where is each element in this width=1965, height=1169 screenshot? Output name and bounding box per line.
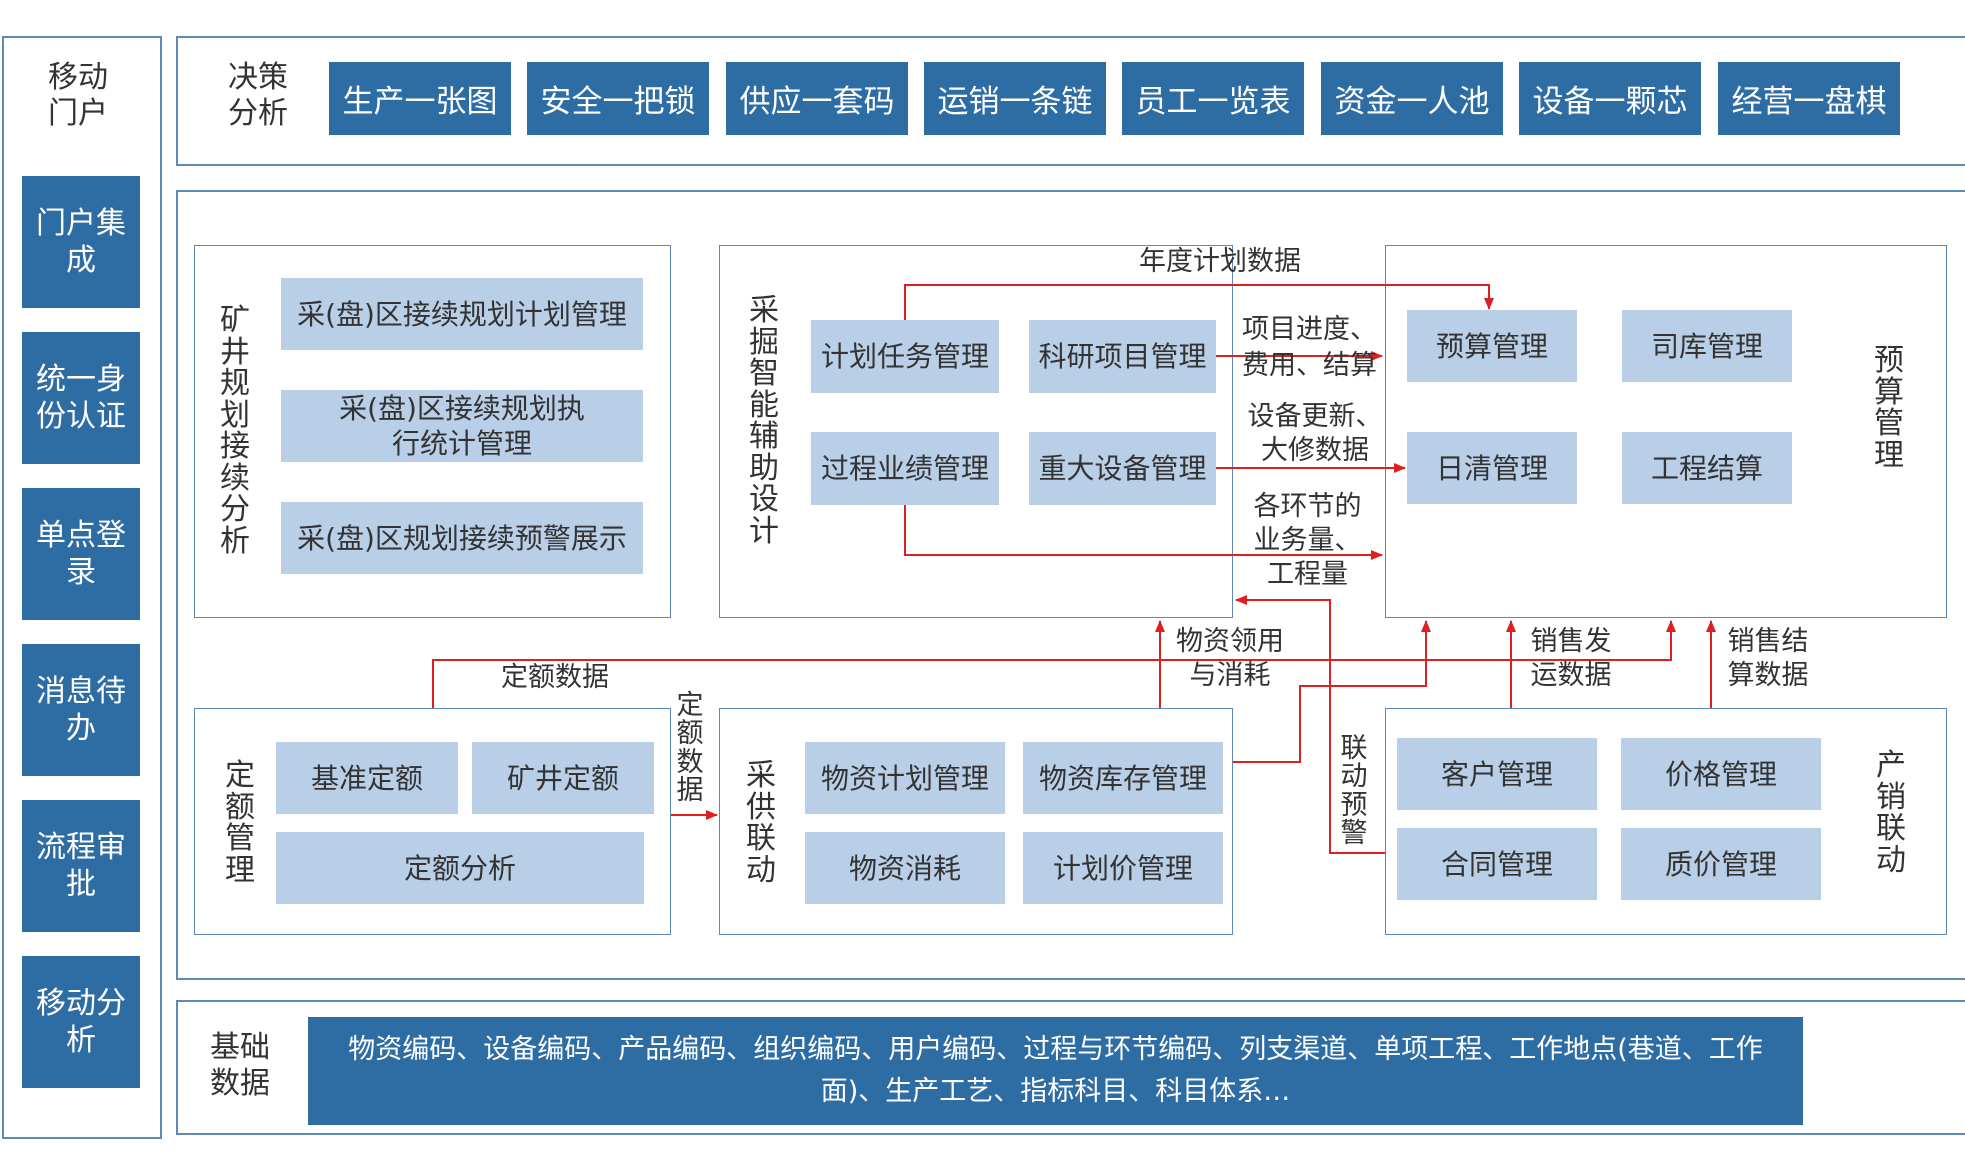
flow-label-workload: 各环节的业务量、工程量 [1253, 491, 1362, 590]
decision-label: 决策分析 [228, 60, 288, 131]
mine-item-warning-display[interactable]: 采(盘)区规划接续预警展示 [281, 502, 643, 574]
sidebar-item-process-approval[interactable]: 流程审批 [22, 800, 140, 932]
decision-item-equipment[interactable]: 设备一颗芯 [1519, 62, 1701, 135]
flow-label-annual-plan: 年度计划数据 [1139, 246, 1301, 277]
flow-label-sales-shipment: 销售发运数据 [1530, 626, 1612, 691]
sidebar-item-messages-todo[interactable]: 消息待办 [22, 644, 140, 776]
budget-panel [1385, 245, 1947, 618]
design-item-major-equipment[interactable]: 重大设备管理 [1029, 432, 1216, 505]
sales-item-customers[interactable]: 客户管理 [1397, 738, 1597, 810]
quota-item-mine[interactable]: 矿井定额 [472, 742, 654, 814]
arrow-quota-data [432, 620, 1676, 708]
decision-item-funds[interactable]: 资金一人池 [1321, 62, 1503, 135]
budget-item-project-settlement[interactable]: 工程结算 [1622, 432, 1792, 504]
supply-item-material-plan[interactable]: 物资计划管理 [805, 742, 1005, 814]
design-label: 采掘智能辅助设计 [749, 293, 779, 549]
supply-item-plan-price[interactable]: 计划价管理 [1023, 832, 1223, 904]
budget-item-daily-clearing[interactable]: 日清管理 [1407, 432, 1577, 504]
arrow-linkage-warning [1235, 595, 1385, 854]
supply-item-inventory[interactable]: 物资库存管理 [1023, 742, 1223, 814]
design-item-process-performance[interactable]: 过程业绩管理 [811, 432, 999, 505]
sales-item-contracts[interactable]: 合同管理 [1397, 828, 1597, 900]
sidebar-item-single-sign-on[interactable]: 单点登录 [22, 488, 140, 620]
budget-item-treasury[interactable]: 司库管理 [1622, 310, 1792, 382]
flow-label-linkage-warning: 联动预警 [1340, 733, 1368, 850]
arrow-annual-plan [904, 284, 1494, 320]
budget-label: 预算管理 [1874, 343, 1904, 473]
decision-item-production[interactable]: 生产一张图 [329, 62, 511, 135]
sidebar-item-unified-identity[interactable]: 统一身份认证 [22, 332, 140, 464]
decision-item-supply[interactable]: 供应一套码 [726, 62, 908, 135]
sales-item-quality-price[interactable]: 质价管理 [1621, 828, 1821, 900]
flow-label-quota-data: 定额数据 [501, 662, 609, 693]
quota-item-benchmark[interactable]: 基准定额 [276, 742, 458, 814]
arrow-workload [904, 505, 1383, 560]
decision-item-safety[interactable]: 安全一把锁 [527, 62, 709, 135]
sidebar-item-mobile-analysis[interactable]: 移动分析 [22, 956, 140, 1088]
mine-item-plan-management[interactable]: 采(盘)区接续规划计划管理 [281, 278, 643, 350]
decision-item-transport[interactable]: 运销一条链 [924, 62, 1106, 135]
sidebar-title: 移动门户 [48, 60, 108, 131]
flow-label-progress: 项目进度、费用、结算 [1242, 314, 1377, 382]
flow-label-sales-settlement: 销售结算数据 [1727, 626, 1809, 691]
base-data-label: 基础数据 [210, 1030, 270, 1101]
budget-item-budget[interactable]: 预算管理 [1407, 310, 1577, 382]
flow-label-equipment: 设备更新、大修数据 [1247, 401, 1383, 466]
sales-label: 产销联动 [1876, 748, 1906, 878]
supply-item-consumption[interactable]: 物资消耗 [805, 832, 1005, 904]
decision-item-staff[interactable]: 员工一览表 [1122, 62, 1304, 135]
design-item-plan-tasks[interactable]: 计划任务管理 [811, 320, 999, 393]
supply-label: 采供联动 [746, 758, 776, 888]
mine-item-execution-stats[interactable]: 采(盘)区接续规划执行统计管理 [281, 390, 643, 462]
quota-item-analysis[interactable]: 定额分析 [276, 832, 644, 904]
decision-item-operations[interactable]: 经营一盘棋 [1718, 62, 1900, 135]
mine-planning-label: 矿井规划接续分析 [220, 303, 250, 559]
flow-label-quota-data-vertical: 定额数据 [676, 690, 704, 807]
arrow-inventory-to-budget [1233, 620, 1431, 763]
base-data-content: 物资编码、设备编码、产品编码、组织编码、用户编码、过程与环节编码、列支渠道、单项… [308, 1017, 1803, 1125]
quota-label: 定额管理 [225, 758, 255, 888]
sales-item-prices[interactable]: 价格管理 [1621, 738, 1821, 810]
design-item-research-projects[interactable]: 科研项目管理 [1029, 320, 1216, 393]
flow-label-material: 物资领用与消耗 [1176, 626, 1284, 691]
sidebar-item-portal-integration[interactable]: 门户集成 [22, 176, 140, 308]
